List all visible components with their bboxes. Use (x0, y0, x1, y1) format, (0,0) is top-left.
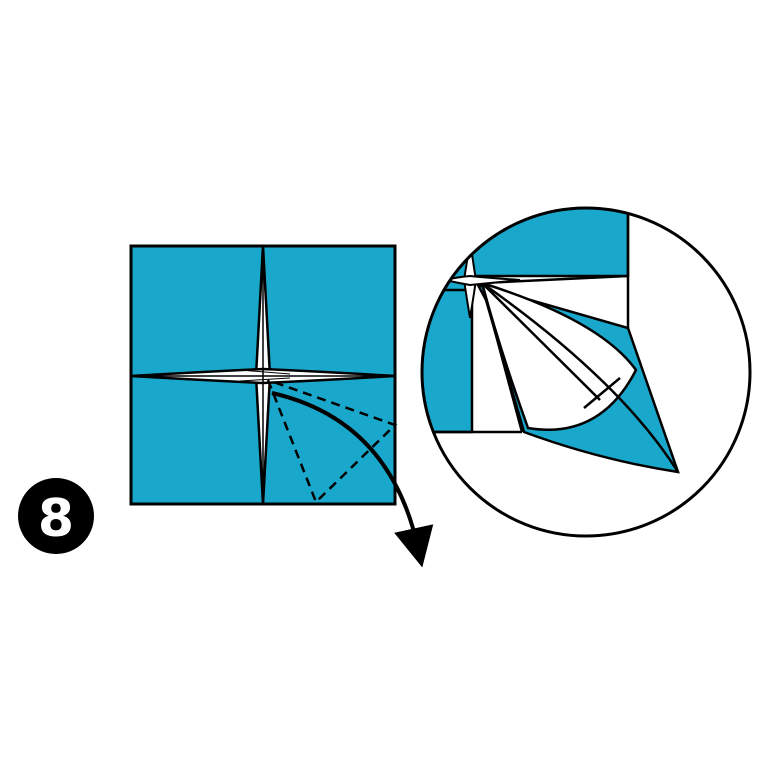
zoom-crease-star (444, 239, 521, 319)
crease-detail-line (239, 377, 291, 382)
folded-square (129, 244, 434, 568)
zoom-horizontal-crease (444, 274, 521, 287)
step-number-circle (18, 478, 94, 554)
zoom-inner-line (481, 282, 601, 401)
dashed-fold-triangle (266, 378, 398, 505)
center-crease-star (130, 245, 396, 505)
zoom-left-panel (422, 288, 474, 434)
zoom-detail (420, 206, 752, 538)
step-number-label: 8 (38, 489, 74, 549)
zoom-left-fold-line (480, 282, 524, 433)
curved-fold-arrow (271, 391, 434, 568)
zoom-contents (422, 208, 680, 474)
fold-guide-dashed-lines (266, 378, 398, 505)
zoom-flap-edge (481, 281, 680, 473)
crease-detail-line (239, 369, 291, 375)
zoom-outline (420, 206, 752, 538)
zoom-cross-line (583, 377, 621, 409)
step-number-badge: 8 (18, 478, 94, 554)
